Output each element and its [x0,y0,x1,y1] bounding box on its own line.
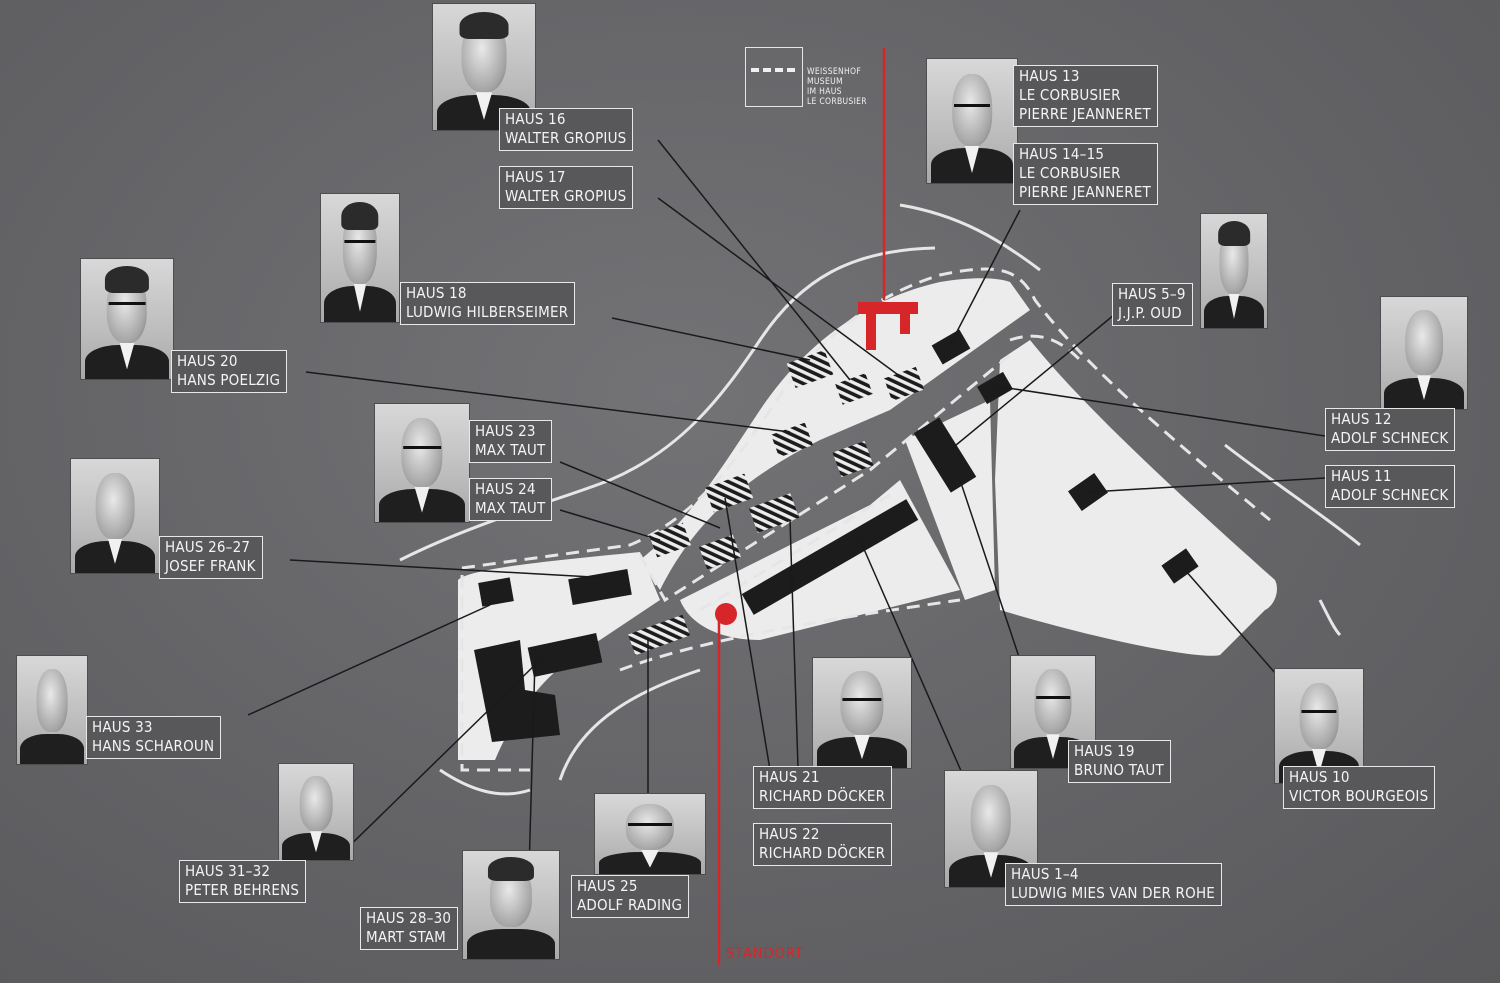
label-haus-19-number: HAUS 19 [1074,742,1135,760]
leader-lines [247,139,1326,907]
label-haus-22: HAUS 22 RICHARD DÖCKER [753,823,893,866]
museum-legend-text: WEISSENHOF MUSEUM IM HAUS LE CORBUSIER [807,67,867,107]
label-haus-16-architect: WALTER GROPIUS [505,129,627,147]
label-haus-11-number: HAUS 11 [1331,467,1392,485]
portrait-richard-docker [812,657,912,769]
label-haus-21: HAUS 21 RICHARD DÖCKER [753,766,893,809]
label-haus-13-number: HAUS 13 [1019,67,1080,85]
label-haus-13: HAUS 13 LE CORBUSIER PIERRE JEANNERET [1013,65,1158,127]
label-haus-19: HAUS 19 BRUNO TAUT [1068,740,1171,783]
label-haus-11: HAUS 11 ADOLF SCHNECK [1325,465,1456,508]
label-haus-24: HAUS 24 MAX TAUT [469,478,553,521]
label-haus-1-4: HAUS 1–4 LUDWIG MIES VAN DER ROHE [1005,863,1223,906]
label-haus-1-4-architect: LUDWIG MIES VAN DER ROHE [1011,884,1216,902]
museum-legend-symbol [751,68,795,76]
standort-marker [715,48,918,965]
portrait-mart-stam [462,850,560,960]
label-haus-12-number: HAUS 12 [1331,410,1392,428]
label-haus-5-9-architect: J.J.P. OUD [1118,304,1182,322]
label-haus-22-architect: RICHARD DÖCKER [759,844,886,862]
label-haus-24-architect: MAX TAUT [475,499,546,517]
label-haus-21-architect: RICHARD DÖCKER [759,787,886,805]
museum-line-3: IM HAUS [807,87,842,97]
label-haus-20: HAUS 20 HANS POELZIG [171,350,288,393]
buildings-hatched [627,349,925,656]
label-haus-24-number: HAUS 24 [475,480,536,498]
label-haus-25: HAUS 25 ADOLF RADING [571,875,690,918]
label-haus-10: HAUS 10 VICTOR BOURGEOIS [1283,766,1436,809]
label-haus-20-architect: HANS POELZIG [177,371,281,389]
label-haus-31-32: HAUS 31–32 PETER BEHRENS [179,860,307,903]
portrait-peter-behrens [278,763,354,861]
portrait-adolf-rading [594,793,706,875]
label-haus-31-32-number: HAUS 31–32 [185,862,271,880]
label-haus-1-4-number: HAUS 1–4 [1011,865,1079,883]
label-haus-10-number: HAUS 10 [1289,768,1350,786]
label-haus-12: HAUS 12 ADOLF SCHNECK [1325,408,1456,451]
portrait-ludwig-hilberseimer [320,193,400,323]
portrait-adolf-schneck [1380,296,1468,410]
label-haus-33-number: HAUS 33 [92,718,153,736]
museum-legend-box [745,47,803,107]
portrait-le-corbusier [926,58,1018,184]
label-haus-17: HAUS 17 WALTER GROPIUS [499,166,634,209]
label-haus-17-number: HAUS 17 [505,168,566,186]
label-haus-13-architect-1: LE CORBUSIER [1019,86,1121,104]
portrait-hans-poelzig [80,258,174,380]
label-haus-25-architect: ADOLF RADING [577,896,683,914]
label-haus-23: HAUS 23 MAX TAUT [469,420,553,463]
label-haus-25-number: HAUS 25 [577,877,638,895]
dashed-roads [460,267,1271,772]
portrait-josef-frank [70,458,160,574]
label-haus-14-15: HAUS 14–15 LE CORBUSIER PIERRE JEANNERET [1013,143,1158,205]
label-haus-26-27-architect: JOSEF FRANK [165,557,256,575]
label-haus-28-30-number: HAUS 28–30 [366,909,452,927]
label-haus-33: HAUS 33 HANS SCHAROUN [86,716,222,759]
museum-line-1: WEISSENHOF [807,67,862,77]
museum-line-2: MUSEUM [807,77,843,87]
label-haus-5-9: HAUS 5–9 J.J.P. OUD [1112,283,1193,326]
label-haus-18-number: HAUS 18 [406,284,467,302]
portrait-jjp-oud [1200,213,1268,329]
museum-line-4: LE CORBUSIER [807,97,867,107]
label-haus-12-architect: ADOLF SCHNECK [1331,429,1449,447]
label-haus-14-15-architect-2: PIERRE JEANNERET [1019,183,1151,201]
label-haus-22-number: HAUS 22 [759,825,820,843]
label-haus-5-9-number: HAUS 5–9 [1118,285,1186,303]
label-haus-26-27-number: HAUS 26–27 [165,538,251,556]
label-haus-28-30-architect: MART STAM [366,928,447,946]
label-haus-20-number: HAUS 20 [177,352,238,370]
label-haus-18: HAUS 18 LUDWIG HILBERSEIMER [400,282,576,325]
label-haus-31-32-architect: PETER BEHRENS [185,881,300,899]
label-haus-13-architect-2: PIERRE JEANNERET [1019,105,1151,123]
label-haus-26-27: HAUS 26–27 JOSEF FRANK [159,536,263,579]
label-haus-23-architect: MAX TAUT [475,441,546,459]
label-haus-33-architect: HANS SCHAROUN [92,737,215,755]
label-haus-18-architect: LUDWIG HILBERSEIMER [406,303,569,321]
label-haus-11-architect: ADOLF SCHNECK [1331,486,1449,504]
label-haus-19-architect: BRUNO TAUT [1074,761,1164,779]
portrait-max-taut [374,403,470,523]
label-haus-17-architect: WALTER GROPIUS [505,187,627,205]
label-haus-14-15-number: HAUS 14–15 [1019,145,1105,163]
portrait-hans-scharoun [16,655,88,765]
label-haus-16-number: HAUS 16 [505,110,566,128]
label-haus-16: HAUS 16 WALTER GROPIUS [499,108,634,151]
standort-label: STANDORT [726,944,804,962]
label-haus-14-15-architect-1: LE CORBUSIER [1019,164,1121,182]
label-haus-10-architect: VICTOR BOURGEOIS [1289,787,1429,805]
label-haus-23-number: HAUS 23 [475,422,536,440]
label-haus-28-30: HAUS 28–30 MART STAM [360,907,459,950]
label-haus-21-number: HAUS 21 [759,768,820,786]
buildings-solid [474,329,1199,742]
